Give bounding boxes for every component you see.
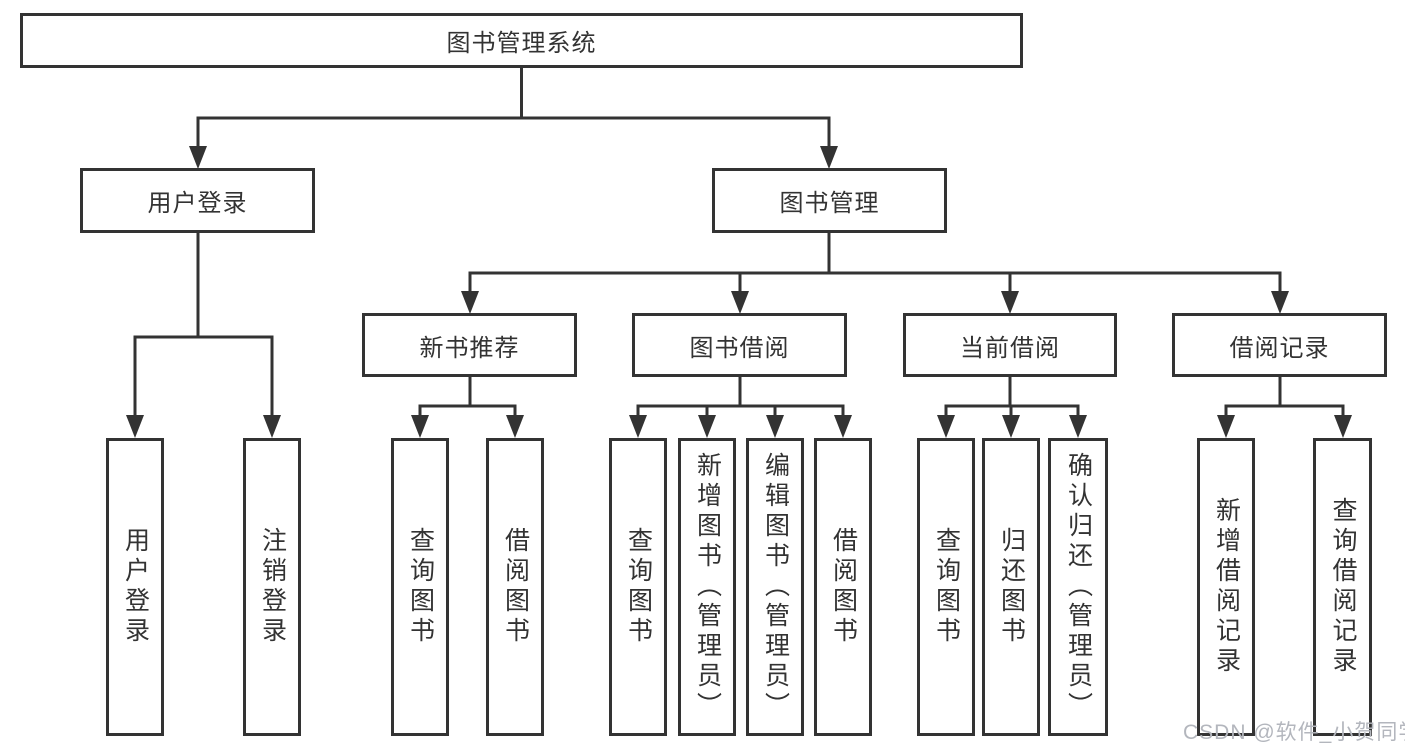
leaf-label: 新增图书（管理员） [693,452,722,722]
arrowhead-icon [731,291,749,314]
arrowhead-icon [698,415,716,438]
arrowhead-icon [461,291,479,314]
leaf-query-borrow-record: 查询借阅记录 [1313,438,1372,736]
leaf-add-borrow-record: 新增借阅记录 [1197,438,1255,736]
node-new-book-recommend: 新书推荐 [362,313,577,377]
node-current-borrowing: 当前借阅 [903,313,1117,377]
leaf-label: 查询图书 [624,527,653,647]
node-borrowing-records: 借阅记录 [1172,313,1387,377]
leaf-label: 查询借阅记录 [1329,497,1357,677]
connector-userlogin-to-leaves [133,231,274,417]
leaf-return-books: 归还图书 [982,438,1040,736]
arrowhead-icon [1217,415,1235,438]
connector-root-to-level2 [196,66,831,148]
leaf-query-books: 查询图书 [391,438,449,736]
node-label: 借阅记录 [1229,334,1330,362]
leaf-confirm-return-admin: 确认归还（管理员） [1048,438,1108,736]
leaf-label: 编辑图书（管理员） [761,452,790,722]
connector-borrowrec-to-leaves [1224,375,1345,417]
connector-bookmgmt-to-level3 [468,231,1282,293]
node-label: 用户登录 [147,190,248,217]
leaf-borrow-books: 借阅图书 [814,438,872,736]
arrowhead-icon [820,146,838,169]
connector-curborrow-to-leaves [944,375,1080,417]
arrowhead-icon [189,146,207,169]
leaf-label: 注销登录 [258,527,287,647]
leaf-label: 查询图书 [406,527,435,647]
arrowhead-icon [834,415,852,438]
arrowhead-icon [1069,415,1087,438]
node-label: 图书借阅 [689,334,790,362]
node-root-system: 图书管理系统 [20,13,1023,68]
leaf-edit-books-admin: 编辑图书（管理员） [746,438,804,736]
leaf-label: 查询图书 [932,527,961,647]
arrowhead-icon [126,415,144,438]
leaf-label: 用户登录 [121,527,150,647]
arrowhead-icon [1002,415,1020,438]
connector-newbook-to-leaves [418,375,517,417]
node-book-borrowing: 图书借阅 [632,313,847,377]
leaf-borrow-books: 借阅图书 [486,438,544,736]
node-label: 图书管理系统 [446,30,597,57]
node-user-login: 用户登录 [80,168,315,233]
leaf-label: 借阅图书 [829,527,858,647]
arrowhead-icon [1001,291,1019,314]
node-book-management: 图书管理 [712,168,947,233]
leaf-label: 确认归还（管理员） [1064,452,1093,722]
leaf-query-books: 查询图书 [609,438,667,736]
leaf-label: 归还图书 [997,527,1026,647]
node-label: 当前借阅 [960,334,1060,362]
arrowhead-icon [937,415,955,438]
leaf-logout: 注销登录 [243,438,301,736]
csdn-watermark: CSDN @软件_小贺同学 [1183,721,1405,744]
leaf-label: 借阅图书 [501,527,530,647]
node-label: 新书推荐 [419,334,520,362]
arrowhead-icon [766,415,784,438]
node-label: 图书管理 [779,190,880,217]
arrowhead-icon [1334,415,1352,438]
arrowhead-icon [411,415,429,438]
leaf-label: 新增借阅记录 [1212,497,1241,677]
leaf-user-login: 用户登录 [106,438,164,736]
arrowhead-icon [629,415,647,438]
arrowhead-icon [1271,291,1289,314]
arrowhead-icon [506,415,524,438]
leaf-query-books: 查询图书 [917,438,975,736]
leaf-add-books-admin: 新增图书（管理员） [678,438,736,736]
connector-bookborrow-to-leaves [636,375,845,417]
arrowhead-icon [263,415,281,438]
